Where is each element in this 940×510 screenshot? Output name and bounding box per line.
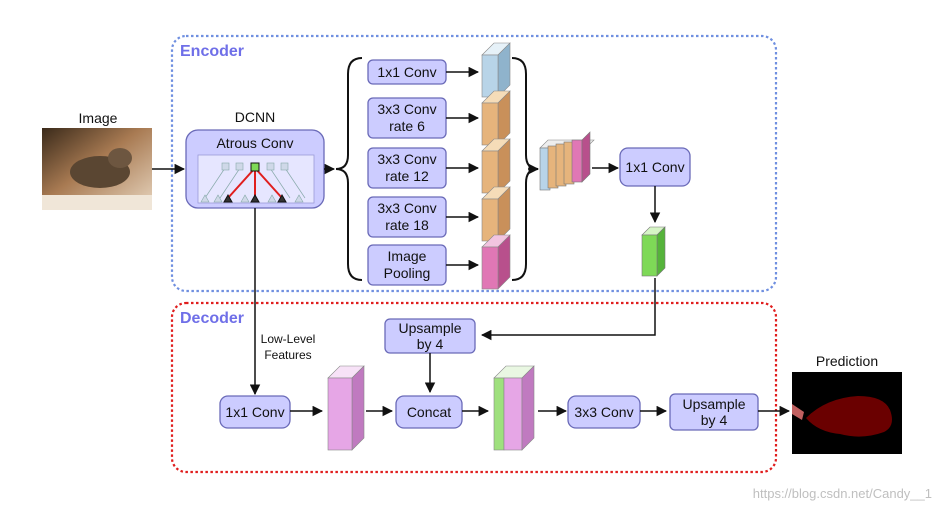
dcnn-label: DCNN: [235, 109, 275, 125]
decoder-upsample-top-line1: Upsample: [398, 320, 461, 336]
atrous-conv-label: Atrous Conv: [216, 135, 293, 151]
decoder-3x3-conv-box: [567, 395, 641, 429]
decoder-concat-label: Concat: [407, 404, 451, 420]
decoder-upsample-top-line2: by 4: [417, 336, 444, 352]
decoder-upsample-out-box: [669, 393, 759, 431]
aspp-3x3-rate12-line1: 3x3 Conv: [377, 151, 436, 167]
aspp-3x3-rate6-line1: 3x3 Conv: [377, 101, 436, 117]
aspp-concat-stack: [539, 131, 595, 191]
decoder-1x1-conv-box: [219, 395, 291, 429]
aspp-rate18-feature-map: [481, 186, 511, 242]
aspp-image-pooling-line1: Image: [388, 248, 427, 264]
watermark-text: https://blog.csdn.net/Candy__1: [753, 486, 932, 501]
aspp-left-brace: [335, 57, 363, 281]
decoder-upsample-out-line2: by 4: [701, 412, 728, 428]
low-level-label-line1: Low-Level: [261, 332, 316, 346]
aspp-image-pooling-line2: Pooling: [384, 265, 431, 281]
decoder-3x3-conv-label: 3x3 Conv: [574, 404, 633, 420]
input-image: [42, 128, 152, 210]
aspp-1x1-conv-label: 1x1 Conv: [377, 64, 436, 80]
low-level-feature-map: [327, 365, 365, 451]
aspp-3x3-rate12-line2: rate 12: [385, 168, 429, 184]
decoder-concat-feature-map: [493, 365, 535, 451]
encoder-region: [170, 34, 778, 293]
aspp-rate12-feature-map: [481, 138, 511, 194]
aspp-rate6-feature-map: [481, 90, 511, 146]
decoder-1x1-conv-label: 1x1 Conv: [225, 404, 284, 420]
aspp-3x3-rate18-line2: rate 18: [385, 217, 429, 233]
aspp-pooling-feature-map: [481, 234, 511, 290]
low-level-label-line2: Features: [264, 348, 311, 362]
decoder-concat-box: [395, 395, 463, 429]
atrous-conv-icon: [197, 154, 315, 204]
input-image-label: Image: [79, 110, 118, 126]
aspp-3x3-rate18-line1: 3x3 Conv: [377, 200, 436, 216]
encoder-1x1-conv-label: 1x1 Conv: [625, 159, 684, 175]
decoder-title: Decoder: [180, 310, 244, 327]
aspp-1x1-feature-map: [481, 42, 511, 98]
aspp-3x3-rate6-line2: rate 6: [389, 118, 425, 134]
prediction-image: [792, 372, 902, 454]
encoder-to-upsample-path: [480, 278, 656, 341]
decoder-upsample-out-line1: Upsample: [682, 396, 745, 412]
encoder-output-feature-map: [641, 226, 666, 277]
prediction-label: Prediction: [816, 353, 878, 369]
encoder-title: Encoder: [180, 43, 244, 60]
